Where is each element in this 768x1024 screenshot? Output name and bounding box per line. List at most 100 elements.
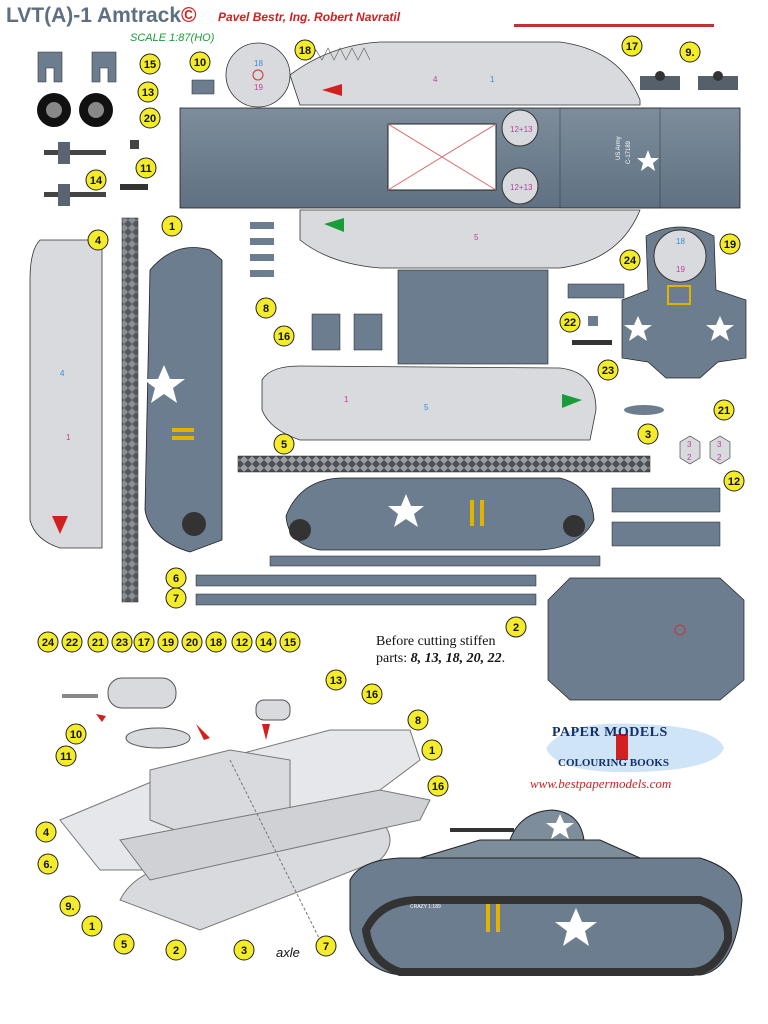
part-22	[588, 316, 598, 326]
part-number-badge	[255, 297, 277, 319]
hex-number: 2	[687, 453, 692, 462]
part-number-text: 14	[260, 637, 273, 649]
part-number-text: 23	[602, 365, 614, 377]
part-number-badge	[139, 53, 161, 75]
vertical-hull-side	[143, 247, 223, 553]
part-number-badge	[273, 325, 295, 347]
part-number-badge	[139, 107, 161, 129]
part-number-badge	[161, 215, 183, 237]
part-number-badge	[135, 157, 157, 179]
stiffen-note: Before cutting stiffen parts: 8, 13, 18,…	[376, 634, 506, 666]
part-number-text: 12	[728, 476, 740, 488]
horizontal-side-panel	[261, 365, 597, 441]
tank-text: CRAZY 1:189	[410, 904, 441, 910]
hex-number: 3	[717, 440, 722, 449]
side-number: 1	[66, 433, 71, 442]
part-number-text: 20	[144, 113, 156, 125]
vertical-track	[121, 217, 139, 603]
part-number-text: 18	[299, 45, 311, 57]
part-number-text: 11	[60, 751, 72, 763]
part-number-badge	[37, 853, 59, 875]
website-link[interactable]: www.bestpapermodels.com	[530, 776, 672, 791]
part-number-text: 5	[281, 439, 287, 451]
lower-track-strip	[269, 555, 601, 567]
part-number-badge	[65, 723, 87, 745]
part-number-badge	[133, 631, 155, 653]
part-number-text: 14	[90, 175, 103, 187]
part-number-text: 12	[236, 637, 248, 649]
hull-deck	[179, 107, 741, 209]
part-number-text: 11	[140, 163, 152, 175]
part-number-text: 21	[718, 405, 730, 417]
part-number-badge	[81, 915, 103, 937]
part-number-text: 19	[162, 637, 174, 649]
part-15-brackets	[37, 51, 117, 83]
part-number-text: 3	[241, 945, 247, 957]
part-number-text: 5	[121, 939, 127, 951]
part-number-badge	[279, 631, 301, 653]
part-number-text: 10	[194, 57, 206, 69]
part-number-badge	[315, 935, 337, 957]
page-title: LVT(A)-1 Amtrack©	[6, 4, 197, 27]
part-number-text: 6	[173, 573, 179, 585]
part-number-badge	[723, 470, 745, 492]
part-number-badge	[559, 311, 581, 333]
logo-line-1: PAPER MODELS	[552, 725, 668, 740]
part-number-text: 22	[564, 317, 576, 329]
part-number-badge	[637, 423, 659, 445]
assembly-diagram	[59, 677, 431, 941]
part-number-text: 24	[42, 637, 55, 649]
part-number-text: 9.	[685, 47, 694, 59]
part-number-text: 10	[70, 729, 82, 741]
part-9-brackets	[640, 71, 738, 90]
brand-logo[interactable]: PAPER MODELS COLOURING BOOKS www.bestpap…	[530, 720, 726, 796]
part-number-badge	[87, 631, 109, 653]
part-number-badge	[427, 775, 449, 797]
part-number-badge	[113, 933, 135, 955]
hex-number: 3	[687, 440, 692, 449]
part-number-text: 18	[210, 637, 222, 649]
logo-background	[546, 723, 724, 773]
part-number-text: 4	[95, 235, 102, 247]
part-12	[611, 487, 721, 547]
part-number-text: 23	[116, 637, 128, 649]
deck-number: 19	[676, 265, 685, 274]
authors-credit: Pavel Bestr, Ing. Robert Navratil	[218, 10, 401, 24]
finished-model	[349, 809, 743, 976]
part-number-text: 8	[263, 303, 269, 315]
part-number-text: 17	[138, 637, 150, 649]
lower-side-panel	[299, 209, 641, 269]
part-number-badge	[233, 939, 255, 961]
side-number: 5	[424, 403, 429, 412]
part-number-text: 7	[323, 941, 329, 953]
horizontal-track	[237, 455, 651, 473]
part-number-badge	[55, 745, 77, 767]
left-side-panel	[29, 239, 103, 549]
scale-label: SCALE 1:87(HO)	[130, 32, 215, 44]
part-14-guns	[44, 142, 106, 206]
part-number-badge	[597, 359, 619, 381]
deck-number: 12+13	[510, 125, 533, 134]
part-number-badge	[181, 631, 203, 653]
logo-line-2: COLOURING BOOKS	[558, 757, 669, 769]
part-number-text: 20	[186, 637, 198, 649]
part-number-badge	[35, 821, 57, 843]
deck-number: 19	[254, 83, 263, 92]
hull-text: US Army	[616, 136, 622, 160]
part-number-text: 7	[173, 593, 179, 605]
side-number: 1	[344, 395, 349, 404]
part-number-badge	[87, 229, 109, 251]
part-3-hexes	[679, 435, 731, 465]
part-number-text: 8	[415, 715, 421, 727]
part-18-turret-top	[225, 42, 291, 108]
part-number-text: 4	[43, 827, 50, 839]
deck-number: 5	[474, 233, 479, 242]
part-number-text: 19	[724, 239, 736, 251]
part-20	[130, 140, 139, 149]
deck-number: 18	[676, 237, 685, 246]
part-number-text: 1	[169, 221, 175, 233]
part-number-badge	[361, 683, 383, 705]
part-number-badge	[255, 631, 277, 653]
